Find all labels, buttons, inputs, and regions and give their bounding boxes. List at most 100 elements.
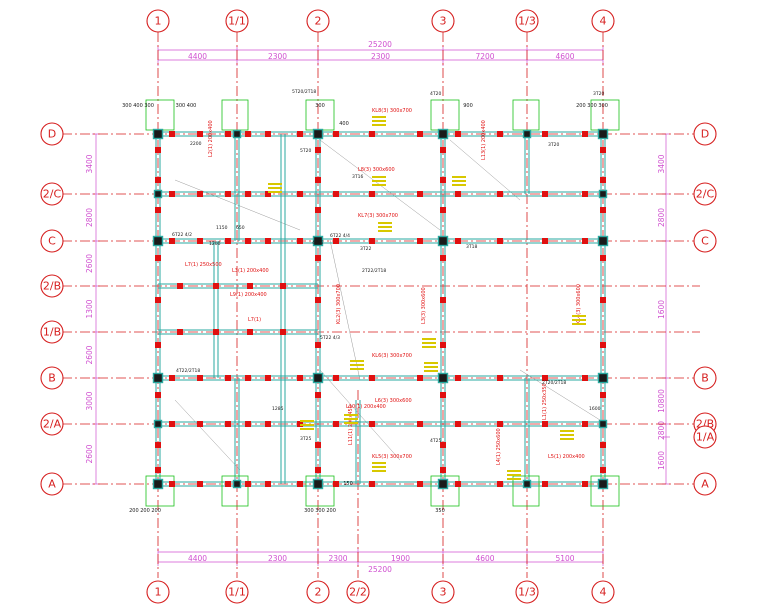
rebar-marker [417, 131, 423, 137]
rebar-marker [333, 131, 339, 137]
rebar-marker [417, 481, 423, 487]
beam-label: L13(1) 200x400 [481, 120, 487, 160]
yellow-note-mark [372, 466, 386, 468]
rebar-marker [600, 392, 606, 398]
beam-label: KL8(3) 300x700 [372, 108, 412, 114]
column [312, 478, 324, 490]
rebar-marker [245, 191, 251, 197]
rebar-marker [177, 283, 183, 289]
rebar-marker [169, 238, 175, 244]
column-size: 300 300 200 [304, 508, 336, 514]
yellow-note-mark [572, 323, 586, 325]
rebar-marker [155, 442, 161, 448]
rebar-marker [600, 177, 606, 183]
rebar-marker [542, 375, 548, 381]
yellow-note-mark [452, 184, 466, 186]
dimension-total-bottom: 25200 [368, 565, 392, 574]
yellow-note-mark [350, 360, 364, 362]
beam-label: L3(3) 300x600 [421, 287, 427, 324]
column-size: 200 200 200 [129, 508, 161, 514]
axis-bubble: 1/B [40, 320, 64, 344]
axis-bubble-label: 4 [600, 586, 607, 599]
rebar-marker [582, 421, 588, 427]
beam-label: KL6(3) 300x700 [372, 353, 412, 359]
axis-bubble: 2/2 [346, 580, 370, 604]
rebar-marker [417, 191, 423, 197]
axis-bubble-circle [306, 9, 330, 33]
rebar-marker [155, 147, 161, 153]
dimension-segment-top: 7200 [475, 52, 494, 61]
yellow-note-mark [344, 418, 358, 420]
yellow-note-mark [300, 428, 314, 430]
yellow-note-mark [372, 124, 386, 126]
column-size: 350 [435, 508, 445, 514]
rebar-marker [455, 131, 461, 137]
axis-bubble-label: 3 [440, 586, 447, 599]
axis-bubble-label: 1 [155, 586, 162, 599]
axis-bubble-label: D [48, 128, 56, 141]
reinforcement-note: 1600 [589, 406, 601, 412]
rebar-marker [600, 207, 606, 213]
rebar-marker [315, 297, 321, 303]
column [437, 372, 449, 384]
axis-bubble-circle [591, 580, 615, 604]
rebar-marker [297, 238, 303, 244]
axis-bubble: C [693, 229, 717, 253]
reinforcement-note: 1200 [209, 241, 221, 247]
column-detail-box [430, 475, 460, 507]
column [598, 189, 608, 199]
rebar-marker [225, 421, 231, 427]
rebar-marker [542, 421, 548, 427]
rebar-marker [265, 191, 271, 197]
rebar-marker [169, 421, 175, 427]
column-size: 400 [339, 121, 349, 127]
column-detail-box [221, 99, 249, 131]
column [598, 419, 608, 429]
axis-bubble: C [40, 229, 64, 253]
axis-bubble-label: B [48, 372, 56, 385]
rebar-marker [497, 131, 503, 137]
axis-bubble-circle [40, 122, 64, 146]
axis-bubble-circle [431, 9, 455, 33]
rebar-marker [155, 467, 161, 473]
rebar-marker [245, 421, 251, 427]
rebar-marker [600, 467, 606, 473]
axis-bubble: 1/1 [225, 9, 249, 33]
yellow-note-mark [560, 430, 574, 432]
beam-label: L8(3) 300x600 [358, 167, 395, 173]
column [597, 235, 609, 247]
rebar-markers [155, 131, 606, 487]
column [312, 235, 324, 247]
axis-bubble: D [40, 122, 64, 146]
axis-bubble: 4 [591, 9, 615, 33]
axis-bubble: 2 [306, 580, 330, 604]
reinforcement-note: 5T20/2T18 [292, 89, 316, 95]
rebar-marker [247, 329, 253, 335]
axis-bubble-label: C [48, 235, 56, 248]
dimension-segment-right: 1600 [657, 451, 666, 470]
yellow-note-mark [422, 346, 436, 348]
rebar-marker [440, 207, 446, 213]
rebar-marker [280, 283, 286, 289]
dimension-segment-right: 2800 [657, 421, 666, 440]
column-size: 300 400 300 [122, 103, 154, 109]
axis-bubble-circle [306, 580, 330, 604]
rebar-marker [155, 297, 161, 303]
rebar-marker [213, 283, 219, 289]
column [152, 478, 164, 490]
rebar-marker [280, 329, 286, 335]
beam-label: L9(1) 200x400 [230, 292, 267, 298]
yellow-note-mark [422, 338, 436, 340]
rebar-marker [297, 375, 303, 381]
rebar-marker [600, 255, 606, 261]
column [232, 129, 242, 139]
rebar-marker [245, 131, 251, 137]
axis-bubble-label: 1/B [43, 326, 61, 339]
rebar-marker [369, 421, 375, 427]
axis-bubble-label: 2/C [696, 188, 715, 201]
yellow-note-mark [372, 120, 386, 122]
rebar-marker [440, 392, 446, 398]
rebar-marker [245, 238, 251, 244]
beam-label: L3(1) 200x400 [232, 268, 269, 274]
